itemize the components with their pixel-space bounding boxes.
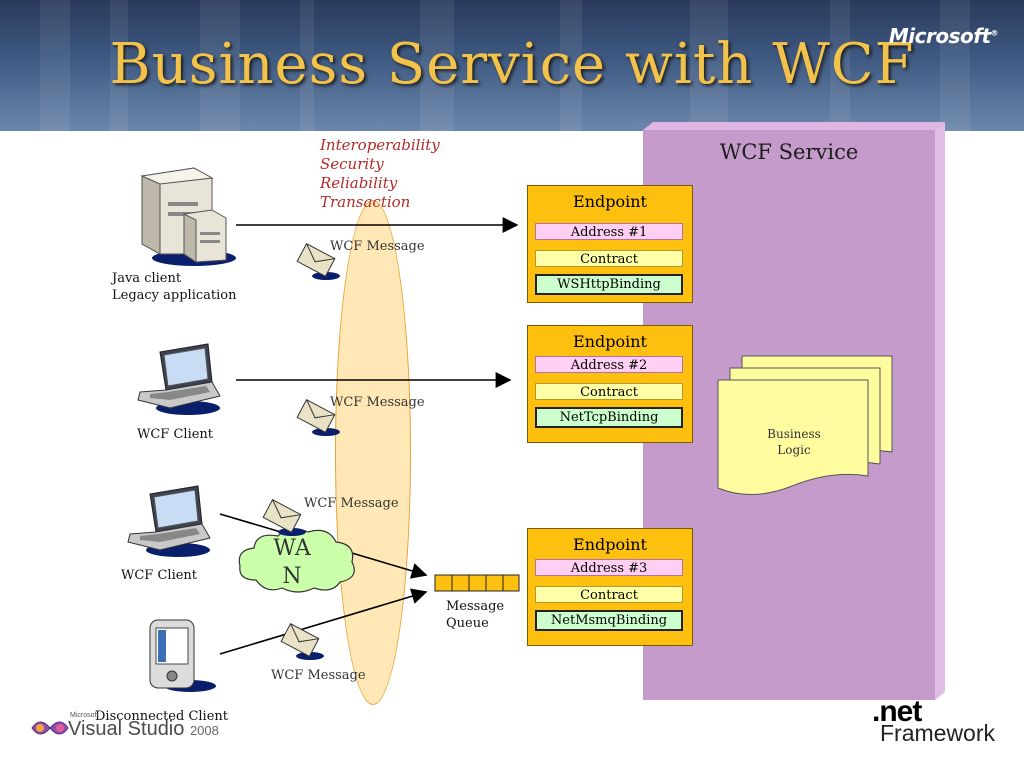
- endpoint-contract: Contract: [535, 250, 683, 267]
- microsoft-logo-text: Microsoft: [888, 24, 991, 48]
- interop-item: Transaction: [320, 193, 411, 211]
- visual-studio-logo: Visual Studio 2008: [68, 718, 219, 741]
- message-queue-label: Message Queue: [446, 598, 504, 632]
- endpoint-title: Endpoint: [573, 192, 647, 211]
- envelope-icon: [296, 398, 340, 436]
- endpoint-contract: Contract: [535, 383, 683, 400]
- wcf-message-label: WCF Message: [330, 239, 425, 254]
- endpoint-address: Address #1: [535, 223, 683, 240]
- envelope-icon: [262, 498, 306, 536]
- endpoint-address: Address #2: [535, 356, 683, 373]
- endpoint-contract: Contract: [535, 586, 683, 603]
- net-logo: .net: [872, 695, 922, 728]
- envelope-icon: [296, 242, 340, 280]
- wan-line1: WA: [273, 536, 311, 561]
- wcf-client-caption: WCF Client: [121, 568, 198, 583]
- interop-item: Interoperability: [320, 136, 440, 154]
- java-client-line2: Legacy application: [112, 288, 237, 303]
- business-logic-line2: Logic: [777, 443, 811, 457]
- endpoint-2: Endpoint Address #2 Contract NetTcpBindi…: [527, 325, 693, 443]
- server-icon: [140, 167, 236, 266]
- interop-list: Interoperability Security Reliability Tr…: [320, 136, 440, 212]
- pda-icon: [149, 619, 216, 692]
- wan-label: WA N: [262, 535, 322, 591]
- endpoint-title: Endpoint: [573, 535, 647, 554]
- laptop-icon: [127, 485, 211, 557]
- business-logic-label: Business Logic: [718, 426, 870, 458]
- microsoft-logo: Microsoft®: [888, 24, 999, 48]
- queue-line1: Message: [446, 599, 505, 614]
- envelope-icon: [280, 622, 324, 660]
- endpoint-binding: NetTcpBinding: [535, 407, 683, 428]
- wcf-message-label: WCF Message: [330, 395, 425, 410]
- endpoint-1: Endpoint Address #1 Contract WSHttpBindi…: [527, 185, 693, 303]
- endpoint-3: Endpoint Address #3 Contract NetMsmqBind…: [527, 528, 693, 646]
- wcf-message-label: WCF Message: [304, 496, 399, 511]
- business-logic-stack: [717, 355, 893, 496]
- wan-cloud-icon: [238, 528, 355, 593]
- business-logic-line1: Business: [767, 427, 821, 441]
- endpoint-binding: WSHttpBinding: [535, 274, 683, 295]
- java-client-caption: Java client Legacy application: [112, 270, 236, 304]
- message-queue: [434, 574, 520, 592]
- interop-item: Reliability: [320, 174, 398, 192]
- endpoint-binding: NetMsmqBinding: [535, 610, 683, 631]
- disconnected-client-caption: Disconnected Client: [95, 709, 229, 724]
- page-title: Business Service with WCF: [109, 32, 915, 97]
- queue-line2: Queue: [446, 616, 489, 631]
- endpoint-title: Endpoint: [573, 332, 647, 351]
- wcf-client-caption: WCF Client: [137, 427, 214, 442]
- vs-product: Visual Studio: [68, 718, 185, 740]
- wan-line2: N: [282, 564, 302, 589]
- interop-item: Security: [320, 155, 384, 173]
- framework-label: Framework: [880, 720, 996, 746]
- visual-studio-icon: [31, 721, 69, 735]
- wcf-service-title: WCF Service: [719, 140, 859, 164]
- header-banner: [0, 0, 1024, 131]
- vs-microsoft-label: Microsoft: [70, 712, 99, 719]
- java-client-line1: Java client: [112, 271, 182, 286]
- wcf-message-label: WCF Message: [271, 668, 366, 683]
- laptop-icon: [137, 343, 221, 415]
- endpoint-address: Address #3: [535, 559, 683, 576]
- interop-ellipse: [335, 200, 411, 705]
- vs-year: 2008: [189, 723, 219, 738]
